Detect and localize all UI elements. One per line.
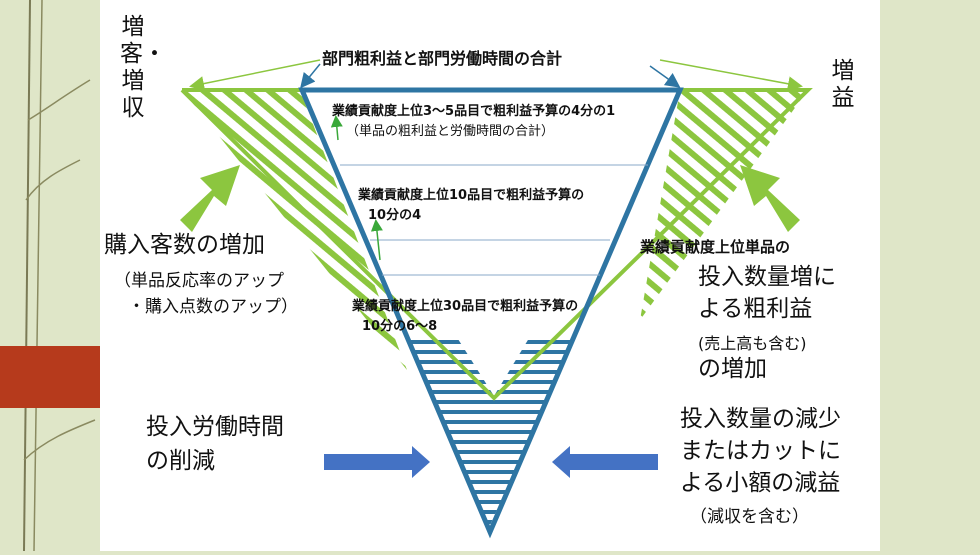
slide-canvas: 増客・増収 増益 部門粗利益と部門労働時間の合計 業績貢献度上位3～5品目で粗利… (100, 0, 880, 551)
right-block-line5: の増加 (698, 356, 767, 382)
left-green-hatch (182, 90, 407, 370)
blue-triangle-outline (298, 87, 684, 539)
right-green-hatch (640, 90, 808, 320)
bottom-right-line3: よる小額の減益 (680, 470, 841, 496)
left-block-title: 購入客数の増加 (104, 232, 265, 258)
right-decor-band (880, 0, 980, 551)
left-block-sub2: ・購入点数のアップ） (128, 297, 298, 317)
red-accent-block (0, 346, 100, 408)
bottom-right-line4: （減収を含む） (690, 507, 809, 527)
top-title: 部門粗利益と部門労働時間の合計 (322, 49, 563, 68)
left-block-sub1: （単品反応率のアップ (114, 271, 284, 291)
top-arrow-left-green (189, 59, 321, 91)
inner-white-triangle (302, 92, 678, 396)
top-arrow-right-green (659, 59, 803, 92)
left-decor-band (0, 0, 100, 552)
top-arrow-left-blue (300, 63, 321, 89)
bottom-left-blue-arrow (324, 446, 430, 478)
inverted-triangle-diagram (180, 59, 813, 539)
right-block-line3: よる粗利益 (698, 296, 813, 322)
bottom-right-line2: またはカットに (680, 438, 841, 464)
right-block-line1: 業績貢献度上位単品の (640, 238, 791, 256)
level1-line2: （単品の粗利益と労働時間の合計） (346, 124, 555, 139)
small-up-arrow-2 (370, 219, 383, 261)
bottom-left-line1: 投入労働時間 (146, 414, 284, 440)
bottom-left-line2: の削減 (146, 448, 215, 474)
plant-line-decoration (23, 0, 96, 552)
bottom-blue-hatch (408, 340, 572, 530)
right-block-line2: 投入数量増に (698, 264, 836, 290)
level2-line1: 業績貢献度上位10品目で粗利益予算の (358, 188, 585, 203)
bottom-right-blue-arrow (552, 446, 658, 478)
right-block-line4: (売上高も含む) (698, 334, 807, 353)
left-vertical-label: 増客・増収 (120, 14, 166, 121)
top-arrow-right-blue (649, 65, 681, 88)
left-big-green-arrow (180, 165, 240, 232)
level3-line2: 10分の6～8 (362, 319, 438, 334)
level3-line1: 業績貢献度上位30品目で粗利益予算の (352, 299, 579, 314)
level1-line1: 業績貢献度上位3～5品目で粗利益予算の4分の1 (332, 104, 616, 119)
bottom-right-line1: 投入数量の減少 (680, 406, 841, 432)
right-vertical-label: 増益 (831, 58, 855, 111)
right-big-green-arrow (740, 165, 800, 232)
level2-line2: 10分の4 (368, 208, 422, 223)
small-up-arrow-1 (330, 115, 343, 141)
